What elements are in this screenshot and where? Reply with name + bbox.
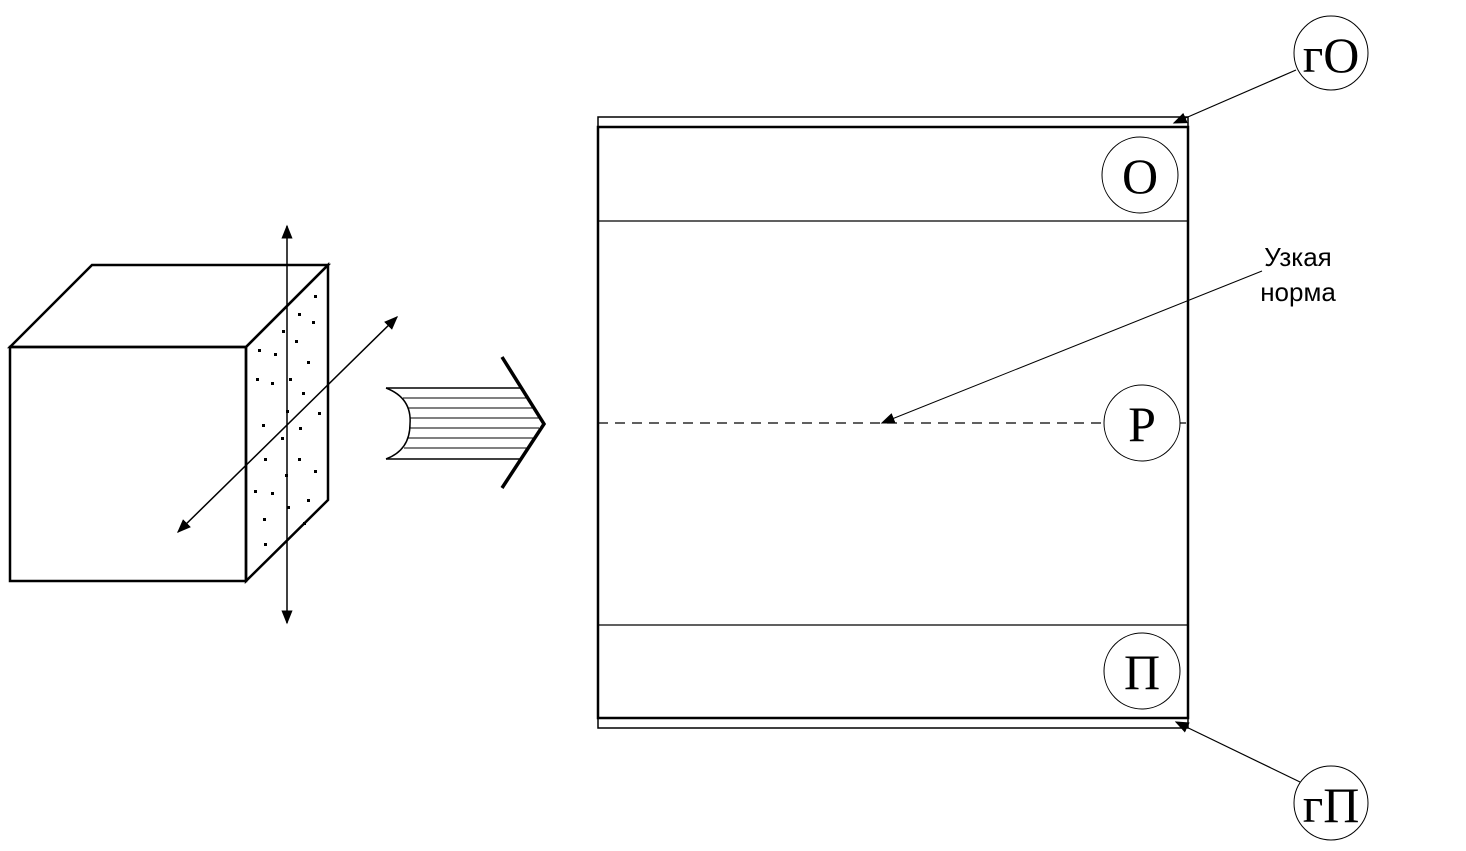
label-go: гО bbox=[1293, 15, 1369, 91]
label-p-center-text: Р bbox=[1128, 396, 1156, 452]
arrow-tail-curve bbox=[385, 387, 411, 460]
label-go-text: гО bbox=[1303, 27, 1360, 83]
narrow-norm-leader-arrow bbox=[880, 270, 1263, 424]
label-pi: П bbox=[1103, 632, 1181, 710]
section-panel bbox=[596, 116, 1190, 729]
gp-leader-arrow bbox=[1174, 721, 1301, 783]
arrow-stripes bbox=[403, 397, 539, 449]
label-o-text: О bbox=[1122, 148, 1158, 204]
annotation-line2: норма bbox=[1260, 277, 1336, 307]
label-o: О bbox=[1101, 136, 1179, 214]
go-leader-arrow bbox=[1172, 69, 1297, 124]
cube-icon bbox=[6, 224, 398, 625]
label-gp-text: гП bbox=[1303, 777, 1360, 833]
annotation-line1: Узкая bbox=[1264, 242, 1331, 272]
diagonal-axis-arrow bbox=[177, 316, 398, 533]
block-arrow-icon bbox=[385, 356, 547, 489]
cube-top-face bbox=[6, 263, 332, 349]
label-p-center: Р bbox=[1103, 384, 1181, 462]
arrow-head bbox=[500, 356, 547, 489]
label-gp: гП bbox=[1293, 765, 1369, 841]
cube-front-face bbox=[8, 345, 248, 583]
label-pi-text: П bbox=[1124, 644, 1160, 700]
